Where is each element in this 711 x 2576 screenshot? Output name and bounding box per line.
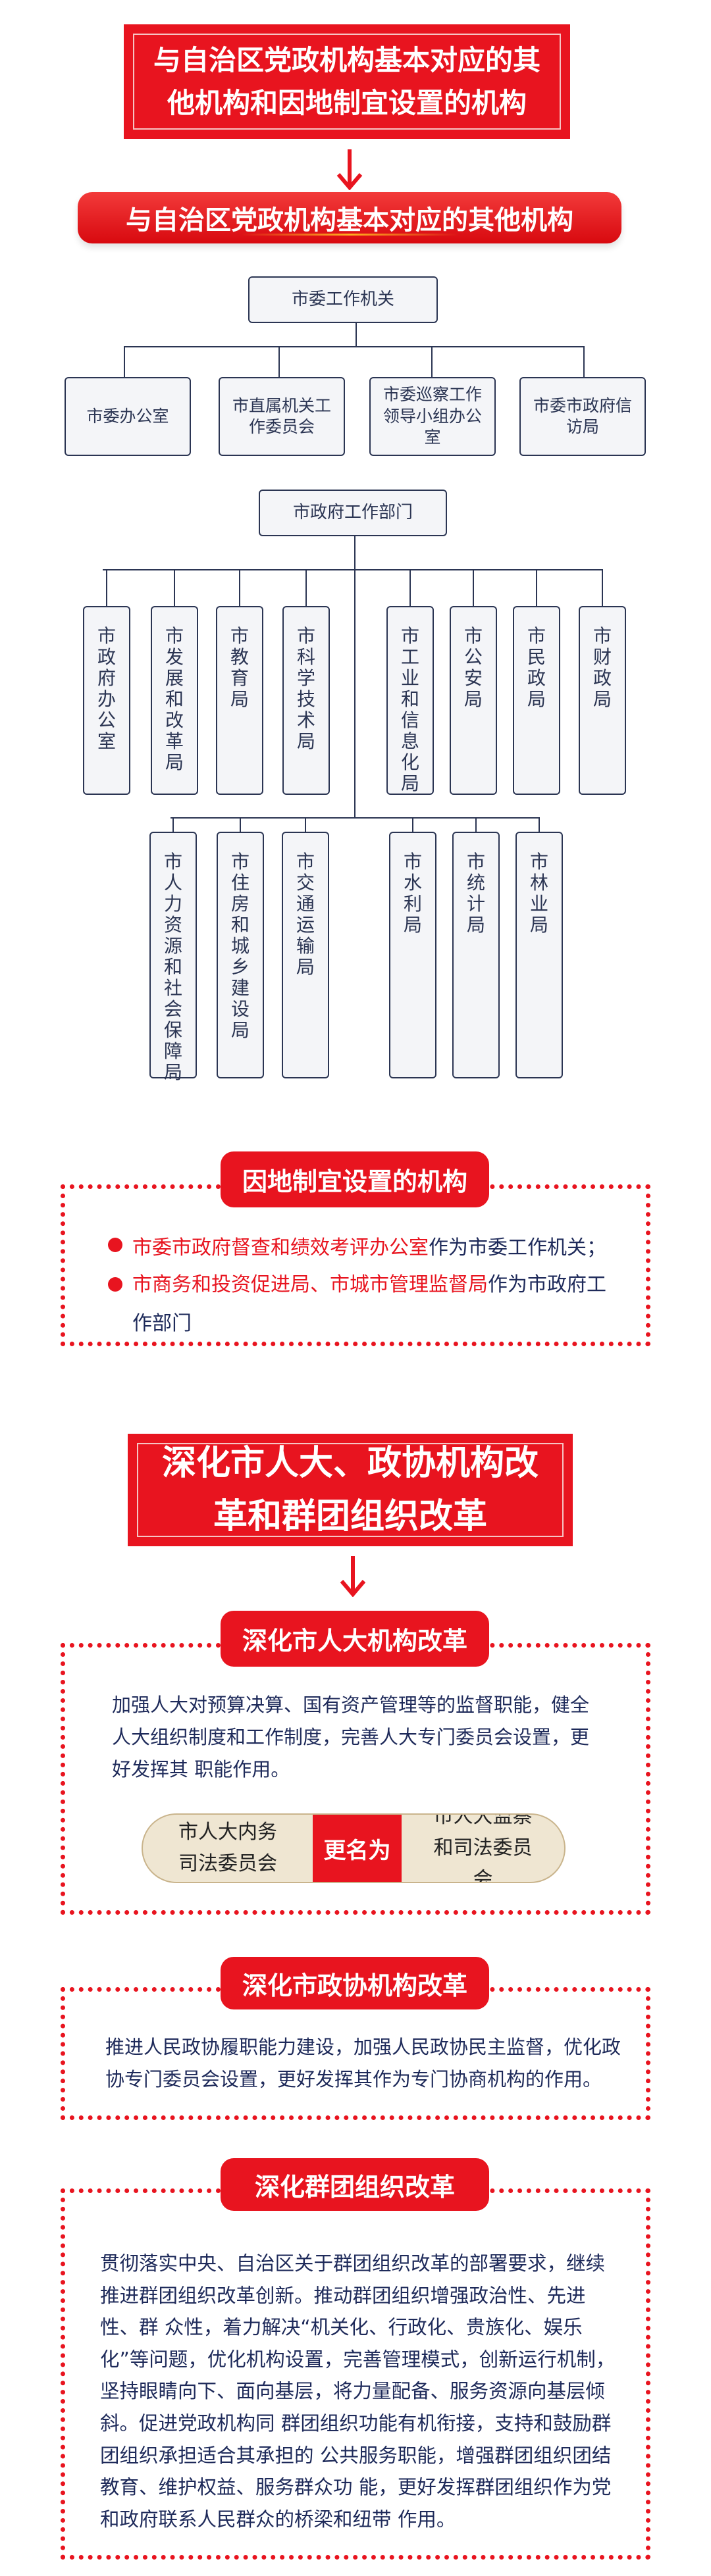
org-node-label: 市交通运输局 bbox=[296, 851, 315, 978]
rename-from: 市人大内务司法委员会 bbox=[178, 1821, 277, 1875]
connector bbox=[305, 569, 307, 606]
org-party-node: 市委巡察工作领导小组办公室 bbox=[369, 377, 496, 456]
connector bbox=[239, 569, 240, 606]
connector bbox=[473, 569, 474, 606]
org-node-label: 市公安局 bbox=[463, 625, 483, 710]
section2-title-box: 深化市人大、政协机构改革和群团组织改革 bbox=[128, 1434, 573, 1546]
org-node-label: 市委巡察工作领导小组办公室 bbox=[382, 385, 482, 447]
org-node-label: 市财政局 bbox=[592, 625, 612, 710]
npc-text: 加强人大对预算决算、国有资产管理等的监督职能，健全人大组织制度和工作制度，完善人… bbox=[112, 1694, 590, 1780]
org-party-node: 市委市政府信访局 bbox=[519, 377, 646, 456]
org-gov-node: 市林 业局 bbox=[515, 832, 563, 1078]
org-node-label: 市住房和城乡建设局 bbox=[230, 851, 250, 1041]
npc-badge: 深化市人大机构改革 bbox=[221, 1611, 489, 1667]
connector bbox=[409, 569, 411, 606]
bullet-icon bbox=[108, 1277, 122, 1292]
connector bbox=[172, 817, 174, 832]
connector bbox=[171, 817, 540, 819]
mass-org-text: 贯彻落实中央、自治区关于群团组织改革的部署要求，继续推进群团组织改革创新。推动群… bbox=[100, 2252, 616, 2531]
org-node-label: 市统计局 bbox=[466, 851, 485, 936]
org-party-node: 市直属机关工作委员会 bbox=[219, 377, 345, 456]
org-gov-node: 市教育局 bbox=[216, 606, 263, 795]
org-gov-node: 市发展和改革局 bbox=[151, 606, 198, 795]
connector bbox=[475, 817, 477, 832]
org-node-label: 市委办公室 bbox=[86, 406, 169, 426]
org-node-label: 市委市政府信访局 bbox=[533, 395, 632, 437]
org-gov-node: 市公安局 bbox=[450, 606, 497, 795]
connector bbox=[106, 569, 107, 606]
org-gov-node: 市财政局 bbox=[579, 606, 626, 795]
org-node-label: 市人力资源和社会保障局 bbox=[163, 851, 182, 1083]
org-party-node: 市委办公室 bbox=[65, 377, 191, 456]
section1-title: 与自治区党政机构基本对应的其他机构和因地制宜设置的机构 bbox=[153, 43, 540, 119]
cppcc-badge: 深化市政协机构改革 bbox=[221, 1957, 489, 2009]
org-node-label: 市发展和改革局 bbox=[165, 625, 184, 773]
connector bbox=[602, 569, 603, 606]
connector bbox=[354, 536, 356, 818]
local-item: 市商务和投资促进局、市城市管理监督局作为市政府工作部门 bbox=[132, 1273, 606, 1335]
org-node-label: 市科学技术局 bbox=[296, 625, 315, 752]
org-node-label: 市政府办公室 bbox=[97, 625, 116, 752]
section1-title-box: 与自治区党政机构基本对应的其他机构和因地制宜设置的机构 bbox=[124, 24, 570, 139]
rename-pill: 市人大内务司法委员会 更名为 市人大监察和司法委员会 bbox=[142, 1813, 566, 1883]
local-item: 市委市政府督查和绩效考评办公室作为市委工作机关； bbox=[132, 1236, 606, 1259]
org-node-label: 市直属机关工作委员会 bbox=[232, 395, 331, 437]
connector bbox=[583, 346, 585, 377]
connector bbox=[536, 569, 537, 606]
mass-org-badge: 深化群团组织改革 bbox=[221, 2158, 489, 2211]
bullet-icon bbox=[108, 1238, 122, 1252]
section1-subtitle: 与自治区党政机构基本对应的其他机构 bbox=[78, 192, 621, 243]
org-gov-node: 市政府办公室 bbox=[83, 606, 130, 795]
connector bbox=[124, 346, 125, 377]
rename-label: 更名为 bbox=[313, 1815, 402, 1882]
org-node-label: 市林 业局 bbox=[529, 851, 548, 936]
org-root-party: 市委工作机关 bbox=[248, 276, 438, 323]
arrow-down-icon bbox=[340, 1556, 366, 1597]
connector bbox=[124, 346, 585, 347]
connector bbox=[103, 569, 602, 570]
cppcc-text: 推进人民政协履职能力建设，加强人民政协民主监督，优化政协专门委员会设置，更好发挥… bbox=[105, 2036, 621, 2090]
arrow-down-icon bbox=[336, 149, 363, 190]
org-gov-node: 市住房和城乡建设局 bbox=[217, 832, 264, 1078]
section2-title: 深化市人大、政协机构改革和群团组织改革 bbox=[161, 1443, 539, 1536]
connector bbox=[278, 346, 280, 377]
org-gov-node: 市统计局 bbox=[452, 832, 500, 1078]
org-gov-node: 市科学技术局 bbox=[282, 606, 330, 795]
connector bbox=[305, 817, 306, 832]
local-institutions-badge: 因地制宜设置的机构 bbox=[221, 1151, 489, 1207]
org-node-label: 市工业和信息化局 bbox=[400, 625, 419, 794]
org-gov-node: 市人力资源和社会保障局 bbox=[149, 832, 197, 1083]
org-gov-node: 市工业和信息化局 bbox=[386, 606, 434, 795]
connector bbox=[539, 817, 540, 832]
org-node-label: 市水利局 bbox=[403, 851, 422, 936]
org-gov-node: 市交通运输局 bbox=[282, 832, 329, 1078]
connector bbox=[240, 817, 241, 832]
org-gov-node: 市民政局 bbox=[513, 606, 560, 795]
connector bbox=[412, 817, 413, 832]
org-gov-node: 市水利局 bbox=[389, 832, 436, 1078]
connector bbox=[356, 323, 357, 347]
rename-to: 市人大监察和司法委员会 bbox=[433, 1813, 533, 1883]
org-root-gov: 市政府工作部门 bbox=[259, 490, 447, 536]
connector bbox=[174, 569, 175, 606]
org-node-label: 市民政局 bbox=[527, 625, 546, 710]
org-node-label: 市教育局 bbox=[230, 625, 249, 710]
connector bbox=[431, 346, 433, 377]
